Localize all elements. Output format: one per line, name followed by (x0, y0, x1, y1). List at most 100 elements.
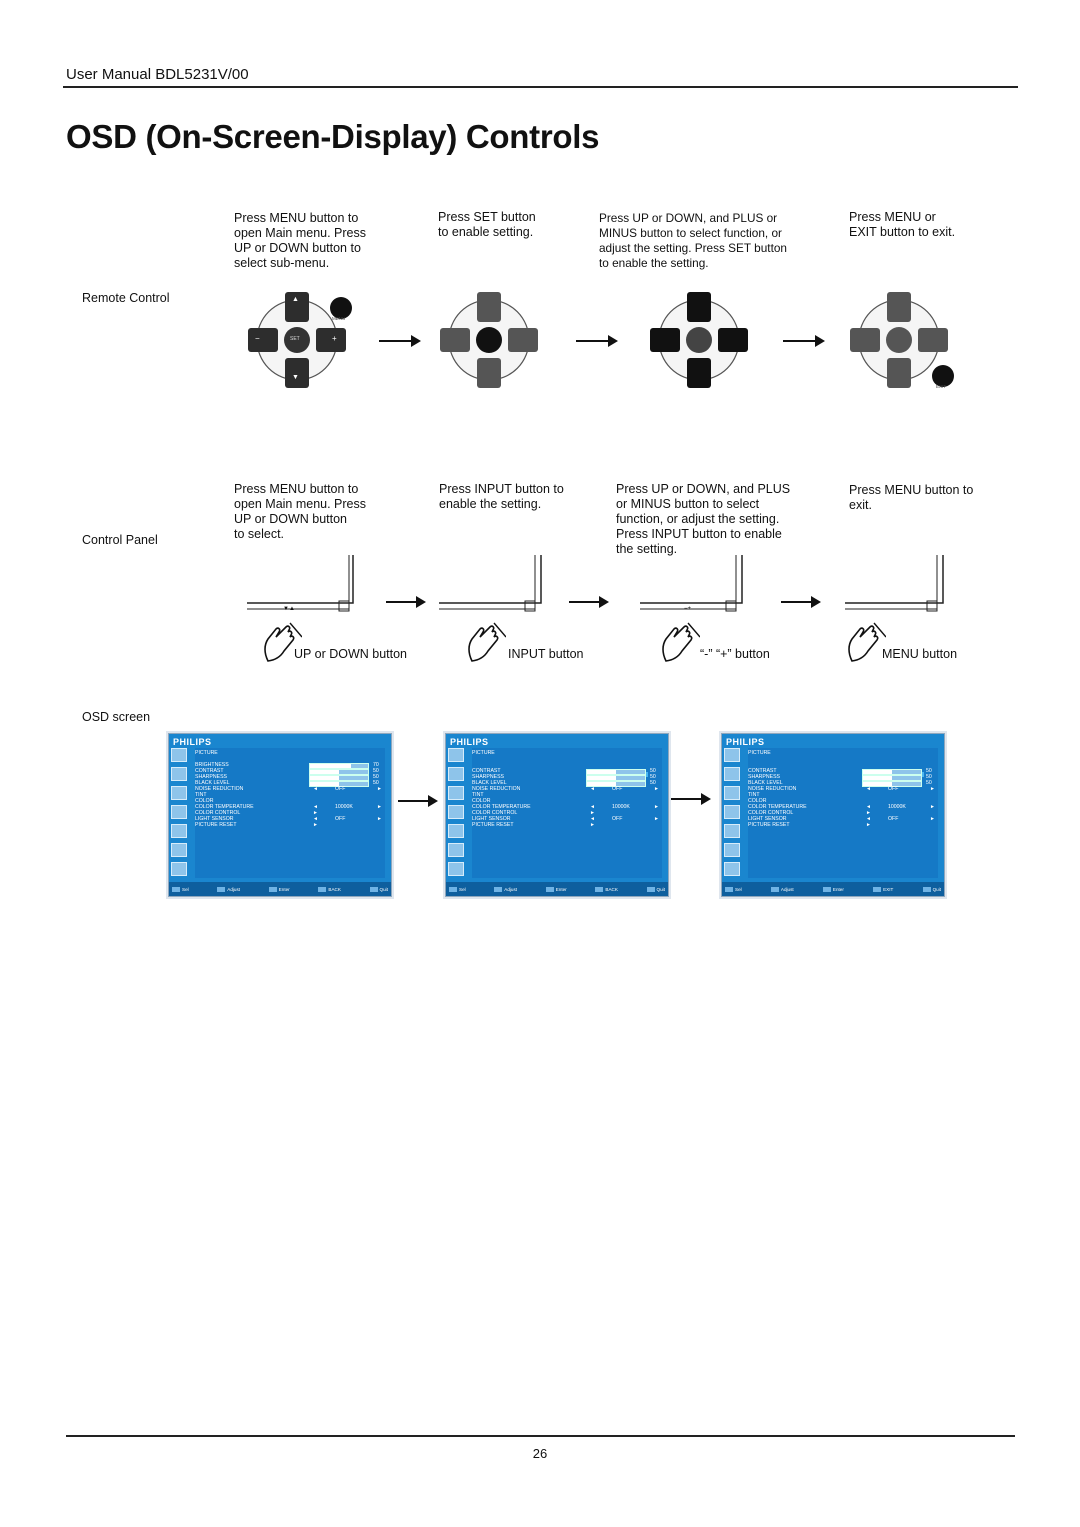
osd-menu-title: PICTURE (472, 750, 495, 756)
osd-footer-label: BACK (605, 886, 618, 892)
header-rule (63, 86, 1018, 88)
manual-title: User Manual BDL5231V/00 (66, 66, 249, 83)
osd-menu-item: BLACK LEVEL (472, 780, 507, 786)
osd-value-bar-fill (339, 770, 368, 774)
row-label-osd: OSD screen (82, 710, 151, 724)
osd-option-value: 10000K (888, 804, 906, 810)
remote-dpad-1 (248, 292, 352, 388)
osd-category-icon (171, 824, 187, 838)
osd-menu-item: BRIGHTNESS (195, 762, 229, 768)
arrow-right-icon (569, 596, 609, 608)
osd-value: 50 (926, 780, 932, 786)
panel-corner-3 (640, 555, 743, 612)
osd-menu-item: CONTRAST (748, 768, 777, 774)
osd-menu-item: COLOR CONTROL (748, 810, 794, 816)
arrow-right-icon: ► (377, 786, 382, 792)
panel-mark-3: −+ (684, 606, 692, 612)
osd-menu-item: COLOR (748, 798, 767, 804)
osd-value-bar-fill (616, 782, 645, 786)
osd-footer-item: Sel (172, 886, 189, 892)
arrow-left-icon: ◄ (866, 786, 871, 792)
osd-footer-item: Enter (268, 886, 290, 892)
osd-key-icon (725, 886, 733, 892)
osd-footer-item: Quit (369, 886, 388, 892)
osd-footer-item: Sel (725, 886, 742, 892)
arrow-right-icon: ► (590, 822, 595, 828)
osd-menu-item: COLOR CONTROL (472, 810, 518, 816)
row-label-remote: Remote Control (82, 291, 170, 305)
osd-menu-item: LIGHT SENSOR (472, 816, 511, 822)
arrow-right-icon (576, 335, 618, 347)
arrow-left-icon: ◄ (313, 804, 318, 810)
arrow-right-icon (783, 335, 825, 347)
osd-menu-title: PICTURE (195, 750, 218, 756)
arrow-right-icon (781, 596, 821, 608)
arrow-right-icon (671, 793, 711, 805)
osd-option-value: 10000K (612, 804, 630, 810)
arrow-right-icon: ► (590, 810, 595, 816)
footer-rule (66, 1435, 1015, 1437)
osd-value: 50 (373, 780, 379, 786)
osd-key-icon (268, 886, 277, 892)
panel-caption-3: “-” “+” button (700, 647, 770, 661)
osd-value-bar-fill (339, 782, 368, 786)
osd-category-icon (171, 786, 187, 800)
osd-key-icon (369, 886, 378, 892)
osd-menu-item: PICTURE RESET (472, 822, 514, 828)
osd-footer-item: Quit (646, 886, 665, 892)
osd-footer-label: Enter (278, 886, 290, 892)
osd-key-icon (595, 886, 604, 892)
menu-key-label: MENU (332, 316, 346, 321)
osd-value: 50 (373, 768, 379, 774)
osd-key-icon (922, 886, 931, 892)
osd-key-icon (646, 886, 655, 892)
page-title: OSD (On-Screen-Display) Controls (66, 118, 600, 155)
hand-pointer-icon (264, 622, 302, 662)
osd-value-bar-fill (350, 764, 368, 768)
osd-value: 50 (373, 774, 379, 780)
set-key-label: SET (290, 336, 300, 342)
arrow-right-icon: ► (313, 810, 318, 816)
panel-mark-1: ▼▲ (283, 606, 295, 612)
osd-footer-label: Quit (379, 886, 388, 892)
osd-category-icon (448, 805, 464, 819)
osd-value: 50 (926, 768, 932, 774)
osd-key-icon (172, 886, 180, 892)
osd-value-bar (309, 763, 369, 769)
arrow-right-icon: ► (377, 816, 382, 822)
arrow-right-icon: ► (930, 786, 935, 792)
osd-sidebar (724, 748, 740, 880)
osd-sidebar (448, 748, 464, 880)
osd-menu-item: SHARPNESS (195, 774, 227, 780)
osd-option-value: OFF (612, 786, 623, 792)
osd-footer-item: BACK (318, 886, 341, 892)
hand-pointer-icon (848, 622, 886, 662)
osd-category-icon (724, 805, 740, 819)
osd-key-icon (822, 886, 831, 892)
osd-key-icon (494, 886, 503, 892)
osd-menu-item: NOISE REDUCTION (195, 786, 244, 792)
osd-category-icon (724, 748, 740, 762)
osd-category-icon (724, 786, 740, 800)
osd-brand-logo: PHILIPS (450, 737, 489, 747)
panel-caption-1: UP or DOWN button (294, 647, 408, 661)
osd-category-icon (448, 748, 464, 762)
osd-value-bar (862, 775, 922, 781)
osd-menu-item: TINT (748, 792, 760, 798)
remote-dpad-4 (850, 292, 954, 388)
remote-step-1: Press MENU button to open Main menu. Pre… (234, 211, 367, 270)
osd-menu-item: COLOR (195, 798, 214, 804)
osd-value-bar (586, 769, 646, 775)
osd-menu-item: TINT (195, 792, 207, 798)
osd-menu-item: LIGHT SENSOR (195, 816, 234, 822)
osd-footer-label: EXIT (883, 886, 894, 892)
osd-option-value: OFF (888, 816, 899, 822)
arrow-left-icon: ◄ (313, 786, 318, 792)
osd-key-icon (318, 886, 327, 892)
arrow-left-icon: ◄ (313, 816, 318, 822)
osd-menu-item: CONTRAST (472, 768, 501, 774)
osd-footer-item: Adjust (217, 886, 240, 892)
arrow-right-icon: ► (654, 786, 659, 792)
minus-key-label: − (255, 334, 260, 343)
